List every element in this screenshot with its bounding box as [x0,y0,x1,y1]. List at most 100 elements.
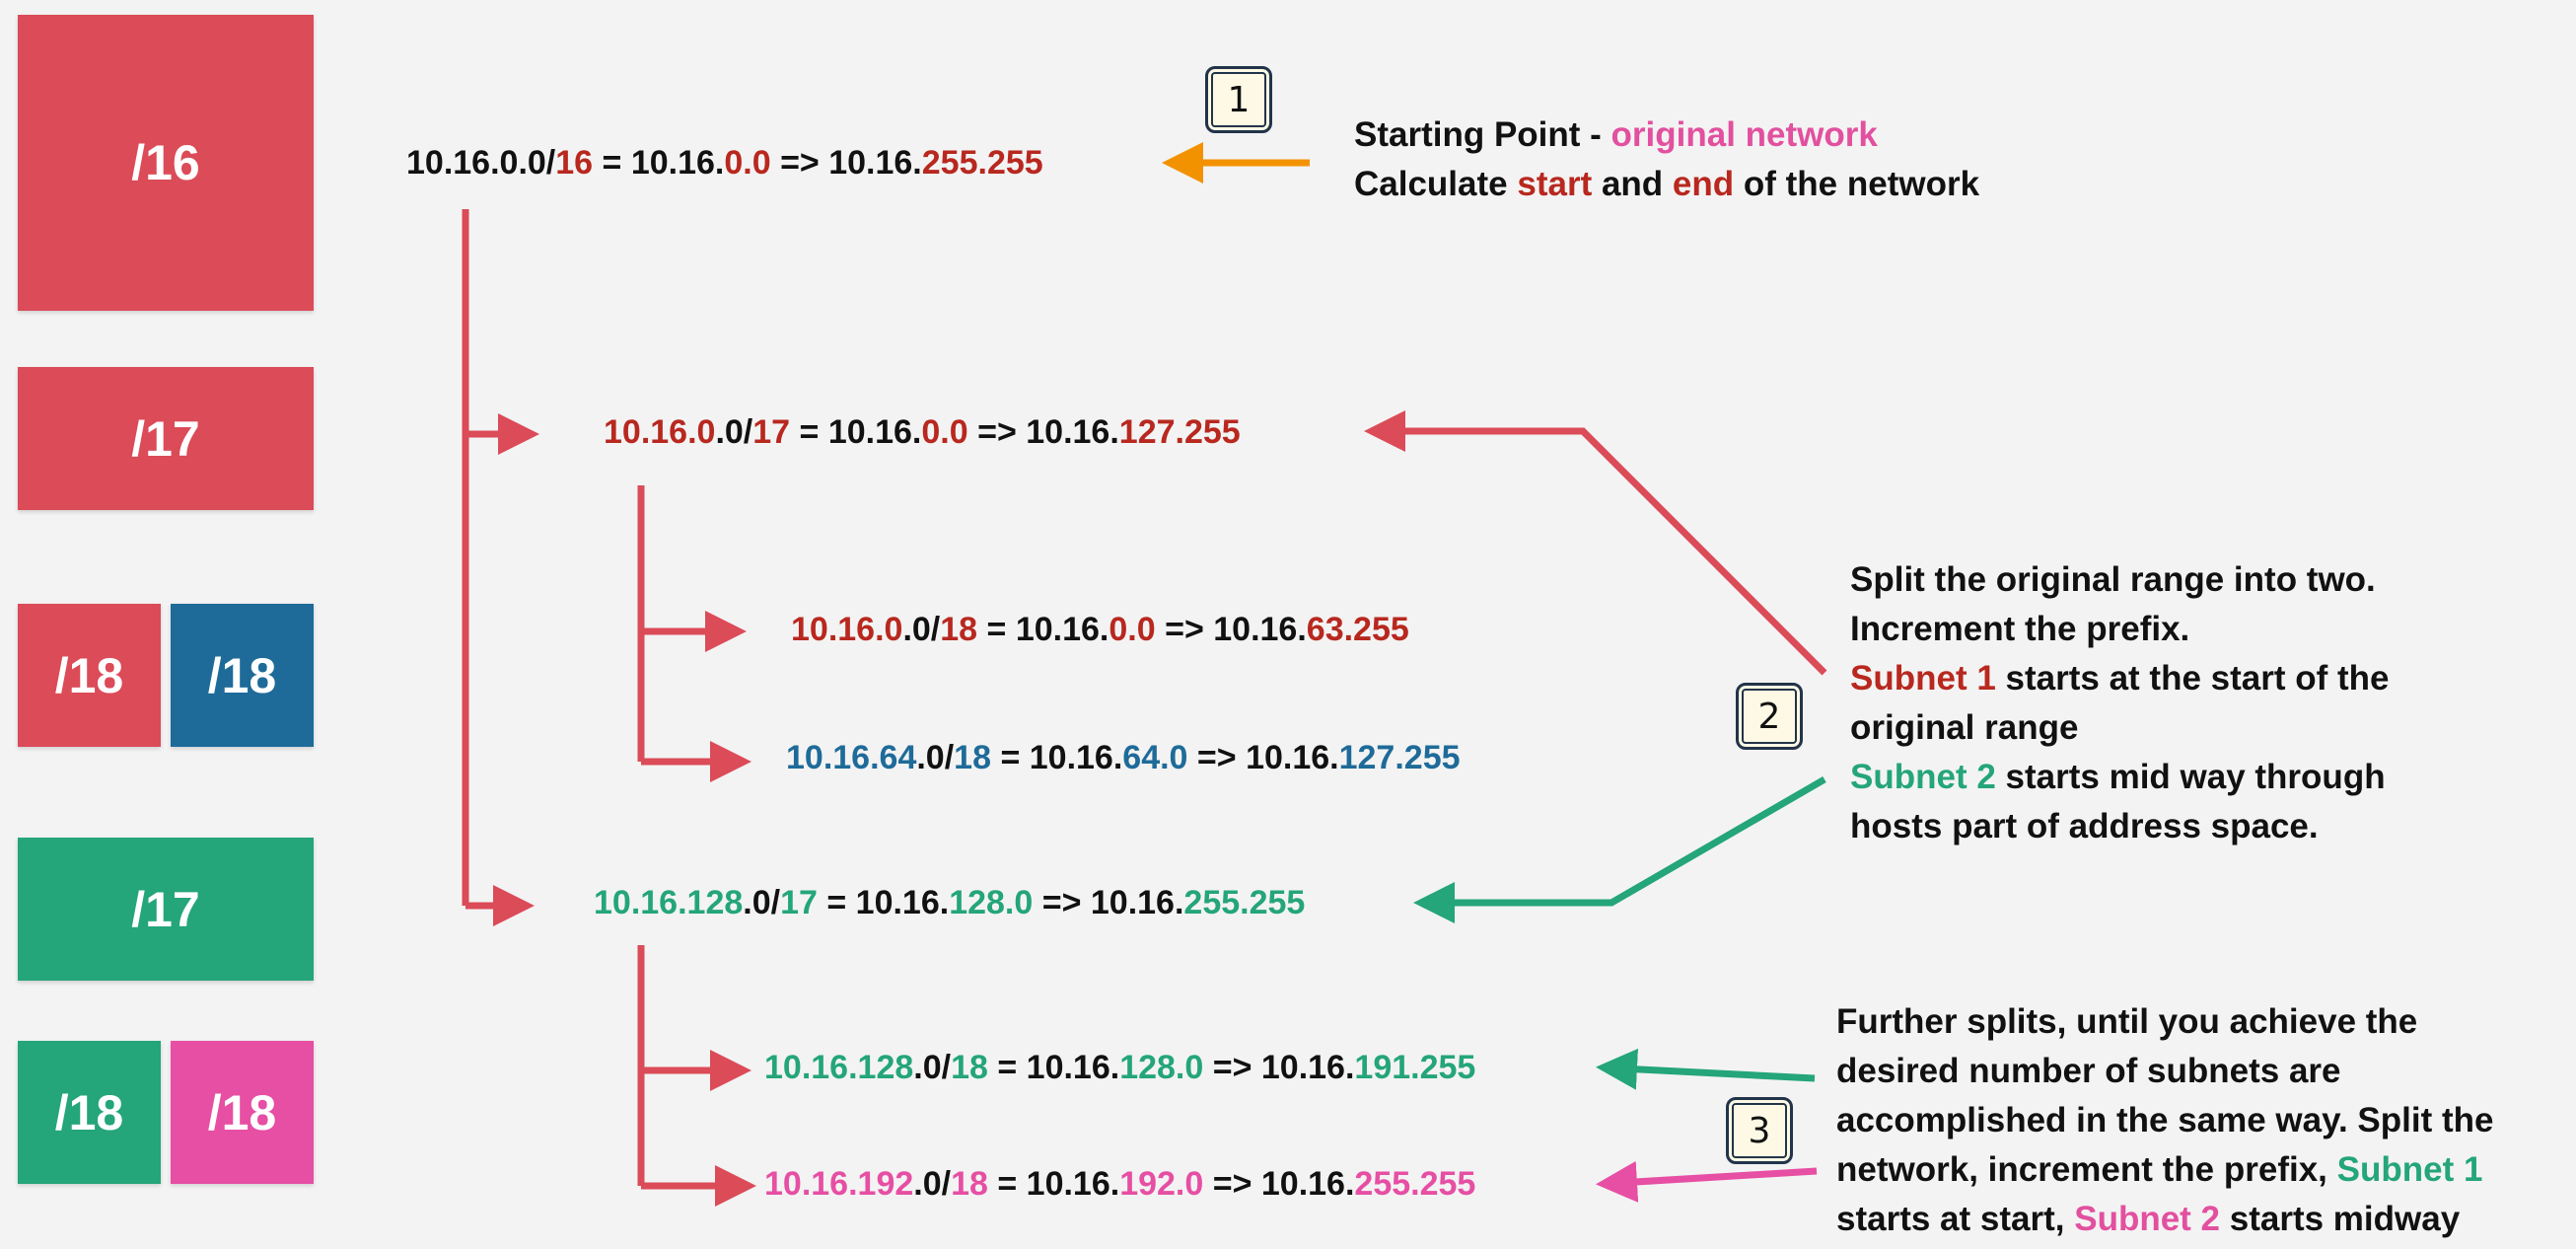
ip-18d-start: 192.0 [1119,1165,1204,1203]
note2-line6: hosts part of address space. [1850,807,2319,845]
ip-16-network: 10.16.0.0/ [406,144,556,182]
note3-line5: starts at start, Subnet 2 starts midway [1836,1195,2494,1244]
note1-line1: Starting Point - original network [1354,110,1979,160]
ip-18c-start: 128.0 [1119,1049,1204,1086]
ip-18d-sep: .0/ [913,1165,952,1203]
prefix-box-18-fourth: /18 [171,1041,314,1184]
ip-row-18-third: 10.16.128.0/18 = 10.16.128.0 => 10.16.19… [764,1048,1475,1087]
ip-18c-sep: .0/ [913,1049,952,1086]
note2-line3: Subnet 1 starts at the start of the [1850,654,2390,703]
note1-text-a: Starting Point - [1354,115,1611,154]
note1-start: start [1517,165,1593,203]
note3-subnet2: Subnet 2 [2074,1200,2221,1238]
ip-16-end: 255.255 [921,144,1043,182]
note-split: Split the original range into two. Incre… [1850,555,2390,851]
ip-18c-prefix: 18 [951,1049,988,1086]
ip-18a-sep: .0/ [902,611,941,648]
ip-18a-start: 0.0 [1109,611,1156,648]
note2-line5: Subnet 2 starts mid way through [1850,753,2390,802]
prefix-box-17-first: /17 [18,367,314,510]
note2-subnet2: Subnet 2 [1850,758,1996,796]
note3-line5-rest: starts midway [2220,1200,2461,1238]
ip-17b-to: => 10.16. [1033,884,1184,921]
note2-line3-rest: starts at the start of the [1995,659,2390,698]
ip-16-eq: = 10.16. [593,144,725,182]
ip-18b-prefix: 18 [954,739,991,776]
note3-line3: accomplished in the same way. Split the [1836,1101,2494,1139]
ip-17a-sep: .0/ [715,413,753,451]
note1-line2: Calculate start and end of the network [1354,160,1979,209]
ip-16-start: 0.0 [724,144,771,182]
ip-row-18-fourth: 10.16.192.0/18 = 10.16.192.0 => 10.16.25… [764,1164,1475,1204]
ip-16-prefix: 16 [555,144,594,182]
ip-17b-end: 255.255 [1183,884,1306,921]
ip-row-18-second: 10.16.64.0/18 = 10.16.64.0 => 10.16.127.… [786,738,1461,777]
note1-end: end [1672,165,1735,203]
prefix-box-18-second: /18 [171,604,314,747]
ip-18c-to: => 10.16. [1203,1049,1355,1086]
note1-original-network: original network [1610,115,1878,154]
ip-18c-eq: = 10.16. [987,1049,1120,1086]
note2-line1: Split the original range into two. [1850,560,2376,599]
note3-line1: Further splits, until you achieve the [1836,1002,2418,1041]
ip-17b-sep: .0/ [743,884,781,921]
ip-18b-sep: .0/ [916,739,955,776]
note3-line4: network, increment the prefix, Subnet 1 [1836,1145,2494,1195]
ip-18d-eq: = 10.16. [987,1165,1120,1203]
ip-18d-net: 10.16.192 [764,1165,914,1203]
note2-subnet1: Subnet 1 [1850,659,1996,698]
ip-18b-net: 10.16.64 [786,739,917,776]
ip-16-to: => 10.16. [770,144,922,182]
ip-18a-prefix: 18 [940,611,978,648]
note2-line5-rest: starts mid way through [1995,758,2386,796]
ip-17b-start: 128.0 [949,884,1034,921]
arrow-green-note2 [1413,775,1826,923]
ip-18c-net: 10.16.128 [764,1049,914,1086]
note-starting-point: Starting Point - original network Calcul… [1354,110,1979,209]
note3-line4-text: network, increment the prefix, [1836,1150,2337,1189]
arrow-green-note3 [1596,1048,1816,1090]
step-badge-3: 3 [1726,1097,1793,1164]
note3-line2: desired number of subnets are [1836,1052,2341,1090]
ip-17a-eq: = 10.16. [790,413,922,451]
ip-18b-end: 127.255 [1338,739,1461,776]
prefix-box-18-first: /18 [18,604,161,747]
prefix-box-16: /16 [18,15,314,311]
ip-row-17-second: 10.16.128.0/17 = 10.16.128.0 => 10.16.25… [594,883,1305,922]
ip-18a-end: 63.255 [1306,611,1409,648]
ip-17b-eq: = 10.16. [817,884,950,921]
ip-18a-eq: = 10.16. [977,611,1109,648]
tree-main [462,209,756,1207]
ip-17a-to: => 10.16. [967,413,1119,451]
arrow-red-note2 [1364,410,1827,676]
ip-row-17-first: 10.16.0.0/17 = 10.16.0.0 => 10.16.127.25… [604,412,1241,452]
arrow-pink-note3 [1596,1160,1818,1203]
ip-18b-to: => 10.16. [1187,739,1339,776]
note2-line4: original range [1850,708,2079,747]
ip-18b-eq: = 10.16. [991,739,1123,776]
note3-line5-text: starts at start, [1836,1200,2075,1238]
prefix-box-18-third: /18 [18,1041,161,1184]
note3-subnet1: Subnet 1 [2336,1150,2483,1189]
ip-row-18-first: 10.16.0.0/18 = 10.16.0.0 => 10.16.63.255 [791,610,1409,649]
ip-18a-to: => 10.16. [1155,611,1307,648]
note-further-splits: Further splits, until you achieve the de… [1836,997,2494,1244]
ip-row-16: 10.16.0.0/16 = 10.16.0.0 => 10.16.255.25… [406,143,1043,183]
ip-18d-to: => 10.16. [1203,1165,1355,1203]
ip-18a-net: 10.16.0 [791,611,903,648]
ip-17b-net: 10.16.128 [594,884,744,921]
ip-17a-net: 10.16.0 [604,413,716,451]
ip-17a-start: 0.0 [921,413,968,451]
ip-18c-end: 191.255 [1354,1049,1476,1086]
note2-line2: Increment the prefix. [1850,610,2190,648]
ip-18d-end: 255.255 [1354,1165,1476,1203]
note1-and: and [1592,165,1673,203]
ip-17a-prefix: 17 [752,413,791,451]
step-badge-2: 2 [1736,683,1803,750]
step-badge-1: 1 [1205,66,1272,133]
ip-17a-end: 127.255 [1118,413,1241,451]
prefix-box-17-second: /17 [18,838,314,981]
note1-text-b: Calculate [1354,165,1518,203]
